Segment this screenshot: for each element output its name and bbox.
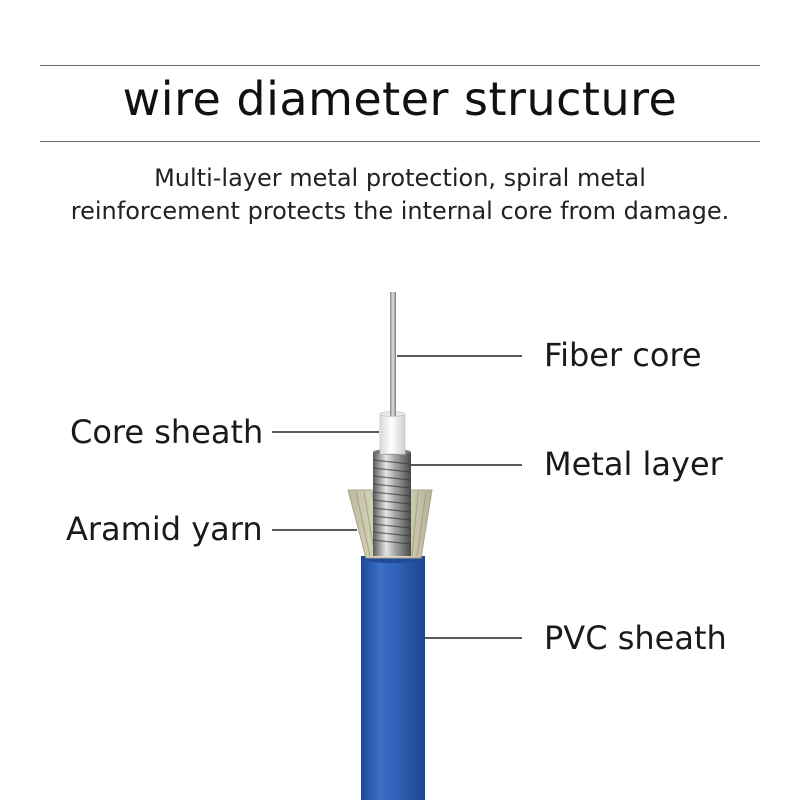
title-top-rule bbox=[40, 65, 760, 66]
subtitle: Multi-layer metal protection, spiral met… bbox=[0, 162, 800, 228]
title-bottom-rule bbox=[40, 141, 760, 142]
label-pvc-sheath: PVC sheath bbox=[544, 619, 727, 657]
pvc-sheath-layer bbox=[361, 553, 425, 800]
page-title: wire diameter structure bbox=[122, 72, 678, 126]
metal-layer bbox=[372, 449, 412, 556]
subtitle-line-1: Multi-layer metal protection, spiral met… bbox=[154, 164, 646, 192]
label-core-sheath: Core sheath bbox=[70, 413, 264, 451]
fiber-core-strand bbox=[390, 292, 396, 416]
label-aramid-yarn: Aramid yarn bbox=[66, 510, 263, 548]
label-metal-layer: Metal layer bbox=[544, 445, 723, 483]
label-fiber-core: Fiber core bbox=[544, 336, 702, 374]
core-sheath-layer bbox=[379, 411, 406, 455]
subtitle-line-2: reinforcement protects the internal core… bbox=[70, 197, 730, 225]
leader-lines bbox=[272, 355, 522, 639]
